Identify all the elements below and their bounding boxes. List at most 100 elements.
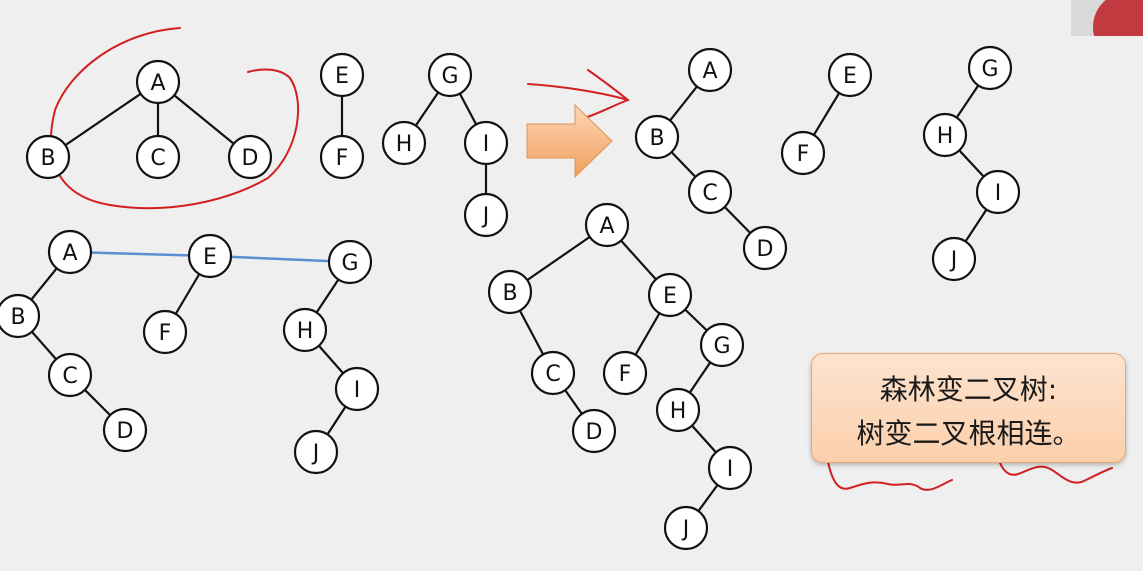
node-circle-A <box>687 47 733 93</box>
node-label-B: B <box>40 146 55 171</box>
node-label-I: I <box>727 457 734 482</box>
node-label-A: A <box>702 59 717 84</box>
nodes-forest: A B C D E F G H I J <box>25 52 509 238</box>
node-label-E: E <box>335 64 349 89</box>
node-label-A: A <box>150 71 165 96</box>
node-circle-I <box>975 169 1021 215</box>
node-label-E: E <box>203 245 217 270</box>
node-circle-I <box>334 366 380 412</box>
nodes-binary-tree: A B C D E F G H I J <box>487 202 753 551</box>
handwritten-arrow <box>527 69 630 119</box>
nodes-roots-linked: A B C D E F G H I J <box>0 229 380 475</box>
node-label-D: D <box>117 419 134 444</box>
node-label-G: G <box>981 57 998 82</box>
node-circle-J <box>463 192 509 238</box>
node-circle-D <box>227 134 273 180</box>
node-label-B: B <box>502 281 517 306</box>
edge-A-B <box>47 81 159 158</box>
node-label-C: C <box>545 362 560 387</box>
node-circle-G <box>327 239 373 285</box>
node-circle-C <box>135 134 181 180</box>
node-circle-F <box>319 134 365 180</box>
nodes-converted-trees: A B C D E F G H I J <box>634 45 1021 282</box>
node-label-F: F <box>619 362 632 387</box>
node-label-A: A <box>599 214 614 239</box>
node-circle-J <box>663 505 709 551</box>
node-label-H: H <box>396 132 413 157</box>
node-circle-E <box>319 52 365 98</box>
node-circle-D <box>571 408 617 454</box>
node-circle-I <box>707 445 753 491</box>
node-circle-F <box>602 350 648 396</box>
node-label-F: F <box>336 146 349 171</box>
node-label-D: D <box>242 146 259 171</box>
node-label-D: D <box>586 420 603 445</box>
node-circle-G <box>967 45 1013 91</box>
node-label-I: I <box>995 181 1002 206</box>
node-label-J: J <box>481 204 490 229</box>
node-label-G: G <box>341 251 358 276</box>
handwritten-annotations <box>49 27 1113 491</box>
node-label-I: I <box>354 378 361 403</box>
underline-squiggle-right <box>995 451 1113 484</box>
node-circle-C <box>530 350 576 396</box>
node-label-C: C <box>702 181 717 206</box>
node-circle-J <box>931 236 977 282</box>
conversion-arrow-icon <box>526 103 613 179</box>
node-label-H: H <box>937 124 954 149</box>
node-circle-F <box>780 130 826 176</box>
node-label-F: F <box>159 321 172 346</box>
node-label-J: J <box>681 517 690 542</box>
summary-note-line-1: 森林变二叉树: <box>879 373 1058 406</box>
nodes-layer: A B C D E F G H I J A B C D E F G H I J A B C D E F G H I J A B C D E F G H I J <box>0 45 1021 551</box>
root-link-A-E <box>69 250 211 258</box>
node-circle-A <box>584 202 630 248</box>
node-label-A: A <box>62 241 77 266</box>
node-label-E: E <box>663 284 677 309</box>
node-label-J: J <box>311 441 320 466</box>
node-circle-E <box>827 52 873 98</box>
summary-note: 森林变二叉树: 树变二叉根相连。 <box>811 353 1126 463</box>
node-circle-D <box>742 225 788 271</box>
node-circle-E <box>647 272 693 318</box>
node-label-G: G <box>441 64 458 89</box>
node-circle-B <box>634 114 680 160</box>
node-circle-G <box>699 322 745 368</box>
node-label-C: C <box>150 146 165 171</box>
node-circle-D <box>102 407 148 453</box>
node-circle-H <box>381 120 427 166</box>
corner-decoration <box>1071 0 1143 36</box>
node-label-J: J <box>949 248 958 273</box>
node-label-G: G <box>713 334 730 359</box>
node-circle-A <box>135 59 181 105</box>
underline-squiggle-left <box>827 461 953 491</box>
node-label-H: H <box>670 399 687 424</box>
node-circle-H <box>655 387 701 433</box>
node-circle-H <box>282 307 328 353</box>
node-circle-A <box>47 229 93 275</box>
node-circle-H <box>922 112 968 158</box>
node-circle-B <box>0 293 41 339</box>
node-label-H: H <box>297 319 314 344</box>
node-label-C: C <box>62 364 77 389</box>
node-label-B: B <box>649 126 664 151</box>
node-circle-G <box>427 52 473 98</box>
node-circle-E <box>187 233 233 279</box>
diagram-converted-trees <box>656 67 999 260</box>
node-circle-I <box>463 120 509 166</box>
summary-note-line-2: 树变二叉根相连。 <box>856 417 1081 450</box>
node-circle-B <box>487 269 533 315</box>
node-label-I: I <box>483 132 490 157</box>
node-circle-F <box>142 309 188 355</box>
circle-around-tree-a <box>49 27 300 210</box>
node-circle-C <box>47 352 93 398</box>
node-circle-B <box>25 134 71 180</box>
node-label-D: D <box>757 237 774 262</box>
node-circle-C <box>687 169 733 215</box>
node-label-E: E <box>843 64 857 89</box>
node-circle-J <box>293 429 339 475</box>
node-label-B: B <box>10 305 25 330</box>
node-label-F: F <box>797 142 810 167</box>
